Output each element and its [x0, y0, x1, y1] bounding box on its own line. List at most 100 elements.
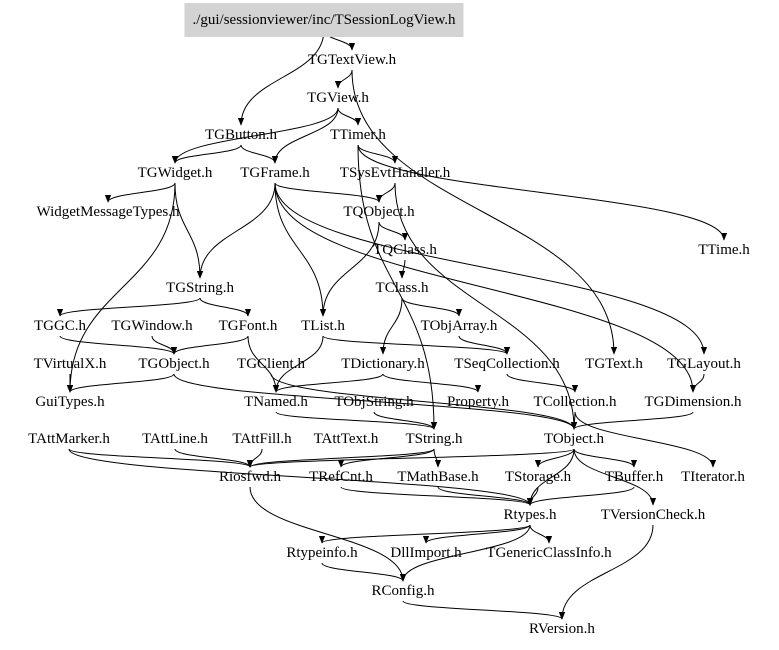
graph-node[interactable]: TObjString.h	[334, 394, 414, 410]
edge-TCollection-to-TObject	[570, 411, 578, 430]
graph-node[interactable]: TAttLine.h	[142, 431, 208, 447]
graph-node[interactable]: TSysEvtHandler.h	[339, 165, 451, 181]
edge-TString-to-Riosfwd	[246, 448, 435, 468]
edge-TCollection-to-TIterator	[574, 411, 717, 468]
edge-Rtypeinfo-to-RConfig	[321, 562, 407, 582]
graph-node[interactable]: TList.h	[301, 318, 345, 334]
graph-node[interactable]: TNamed.h	[244, 394, 308, 410]
edge-TGDimension-to-TObject	[570, 411, 694, 430]
edge-TQClass-to-TClass	[398, 259, 406, 279]
edge-TBuffer-to-Rtypes	[526, 486, 635, 506]
graph-node[interactable]: TMathBase.h	[397, 469, 479, 485]
edge-Rtypes-to-TGenericClassInfo	[529, 524, 553, 544]
edge-TGFrame-to-TGString	[196, 182, 276, 279]
edge-TGView-to-TTimer	[337, 107, 362, 126]
graph-node[interactable]: TGWindow.h	[111, 318, 193, 334]
edge-TString-to-TMathBase	[433, 448, 442, 468]
graph-node[interactable]: DllImport.h	[390, 545, 462, 561]
graph-node[interactable]: TGLayout.h	[667, 356, 741, 372]
graph-node[interactable]: TGFrame.h	[240, 165, 310, 181]
edge-TGWidget-to-TGString	[174, 182, 204, 279]
graph-node[interactable]: Property.h	[447, 394, 509, 410]
edge-TGFrame-to-TGDimension	[274, 182, 697, 393]
edge-TGView-to-TGWidget	[171, 107, 339, 164]
graph-node[interactable]: TQClass.h	[373, 242, 437, 258]
edge-TTimer-to-TString	[357, 144, 438, 430]
edge-TDictionary-to-Property	[382, 373, 482, 393]
graph-node[interactable]: Riosfwd.h	[218, 469, 282, 485]
edge-TTimer-to-TSysEvtHandler	[357, 144, 399, 164]
graph-node[interactable]: TCollection.h	[533, 394, 617, 410]
graph-node[interactable]: WidgetMessageTypes.h	[36, 204, 180, 220]
graph-node[interactable]: TGDimension.h	[644, 394, 742, 410]
graph-node[interactable]: TTime.h	[698, 242, 750, 258]
graph-node[interactable]: TDictionary.h	[341, 356, 425, 372]
graph-node[interactable]: RVersion.h	[529, 621, 595, 637]
graph-node[interactable]: TAttMarker.h	[28, 431, 110, 447]
graph-node[interactable]: TAttText.h	[313, 431, 379, 447]
edge-TList-to-TNamed	[272, 335, 324, 393]
edge-TGButton-to-TGWidget	[171, 144, 242, 164]
graph-node[interactable]: TBuffer.h	[604, 469, 664, 485]
graph-node[interactable]: Rtypes.h	[503, 507, 557, 523]
graph-node[interactable]: TGString.h	[166, 280, 234, 296]
graph-node[interactable]: GuiTypes.h	[35, 394, 105, 410]
graph-node[interactable]: TGGC.h	[33, 318, 87, 334]
edge-TClass-to-TDictionary	[379, 297, 403, 355]
edge-TAttLine-to-Riosfwd	[174, 448, 254, 468]
graph-node[interactable]: TTimer.h	[330, 127, 386, 143]
edge-TString-to-TRefCnt	[337, 448, 435, 468]
edge-TGWidget-to-GuiTypes	[66, 182, 176, 393]
graph-node[interactable]: TSeqCollection.h	[454, 356, 560, 372]
graph-node[interactable]: TVersionCheck.h	[600, 507, 706, 523]
root-node[interactable]: ./gui/sessionviewer/inc/TSessionLogView.…	[184, 3, 464, 37]
edge-TAttMarker-to-Rtypes	[68, 448, 534, 506]
graph-node[interactable]: TObject.h	[543, 431, 605, 447]
edge-TQObject-to-TQClass	[378, 221, 409, 241]
graph-node[interactable]: TStorage.h	[504, 469, 572, 485]
edge-TGString-to-TGGC	[56, 297, 201, 317]
edge-TMathBase-to-Rtypes	[437, 486, 534, 506]
graph-node[interactable]: TGClient.h	[237, 356, 305, 372]
edge-TGClient-to-TObject	[270, 373, 578, 430]
graph-node[interactable]: TGenericClassInfo.h	[486, 545, 612, 561]
graph-node[interactable]: Rtypeinfo.h	[286, 545, 358, 561]
graph-node[interactable]: TGButton.h	[204, 127, 278, 143]
edge-RConfig-to-RVersion	[402, 600, 566, 620]
graph-node[interactable]: TIterator.h	[681, 469, 745, 485]
graph-node[interactable]: TGFont.h	[218, 318, 278, 334]
edge-TObject-to-TStorage	[534, 448, 575, 468]
graph-node[interactable]: TRefCnt.h	[309, 469, 373, 485]
edge-TObject-to-Riosfwd	[247, 448, 575, 468]
edge-TClass-to-TObjArray	[401, 297, 463, 317]
edge-TGFont-to-TGObject	[170, 335, 249, 355]
graph-node[interactable]: TString.h	[405, 431, 463, 447]
graph-node[interactable]: TGObject.h	[138, 356, 210, 372]
edge-Rtypes-to-Rtypeinfo	[318, 524, 531, 544]
graph-node[interactable]: TClass.h	[375, 280, 429, 296]
graph-node[interactable]: TAttFill.h	[232, 431, 292, 447]
edge-TGFrame-to-TGLayout	[274, 182, 708, 355]
edge-TGString-to-TGFont	[199, 297, 252, 317]
edge-TGObject-to-TObject	[173, 373, 578, 430]
edge-TNamed-to-TString	[275, 411, 438, 430]
edge-TGFont-to-TNamed	[247, 335, 280, 393]
edge-TObject-to-TVersionCheck	[573, 448, 657, 506]
graph-node[interactable]: TVirtualX.h	[33, 356, 107, 372]
graph-node[interactable]: TGTextView.h	[307, 52, 397, 68]
edge-TGObject-to-GuiTypes	[66, 373, 175, 393]
graph-node[interactable]: TQObject.h	[343, 204, 415, 220]
edge-TGWidget-to-WidgetMessageTypes	[104, 182, 176, 203]
graph-node[interactable]: TGWidget.h	[137, 165, 213, 181]
edge-TGFrame-to-TList	[274, 182, 327, 317]
edge-TSysEvtHandler-to-TQObject	[375, 182, 396, 203]
graph-node[interactable]: TObjArray.h	[420, 318, 498, 334]
edge-TDictionary-to-TNamed	[272, 373, 384, 393]
edge-TSeqCollection-to-TCollection	[506, 373, 579, 393]
graph-node[interactable]: TGText.h	[585, 356, 643, 372]
edge-TObjString-to-TString	[373, 411, 438, 430]
graph-node[interactable]: RConfig.h	[371, 583, 435, 599]
graph-node[interactable]: TGView.h	[307, 90, 369, 106]
edge-TObject-to-TBuffer	[573, 448, 638, 468]
